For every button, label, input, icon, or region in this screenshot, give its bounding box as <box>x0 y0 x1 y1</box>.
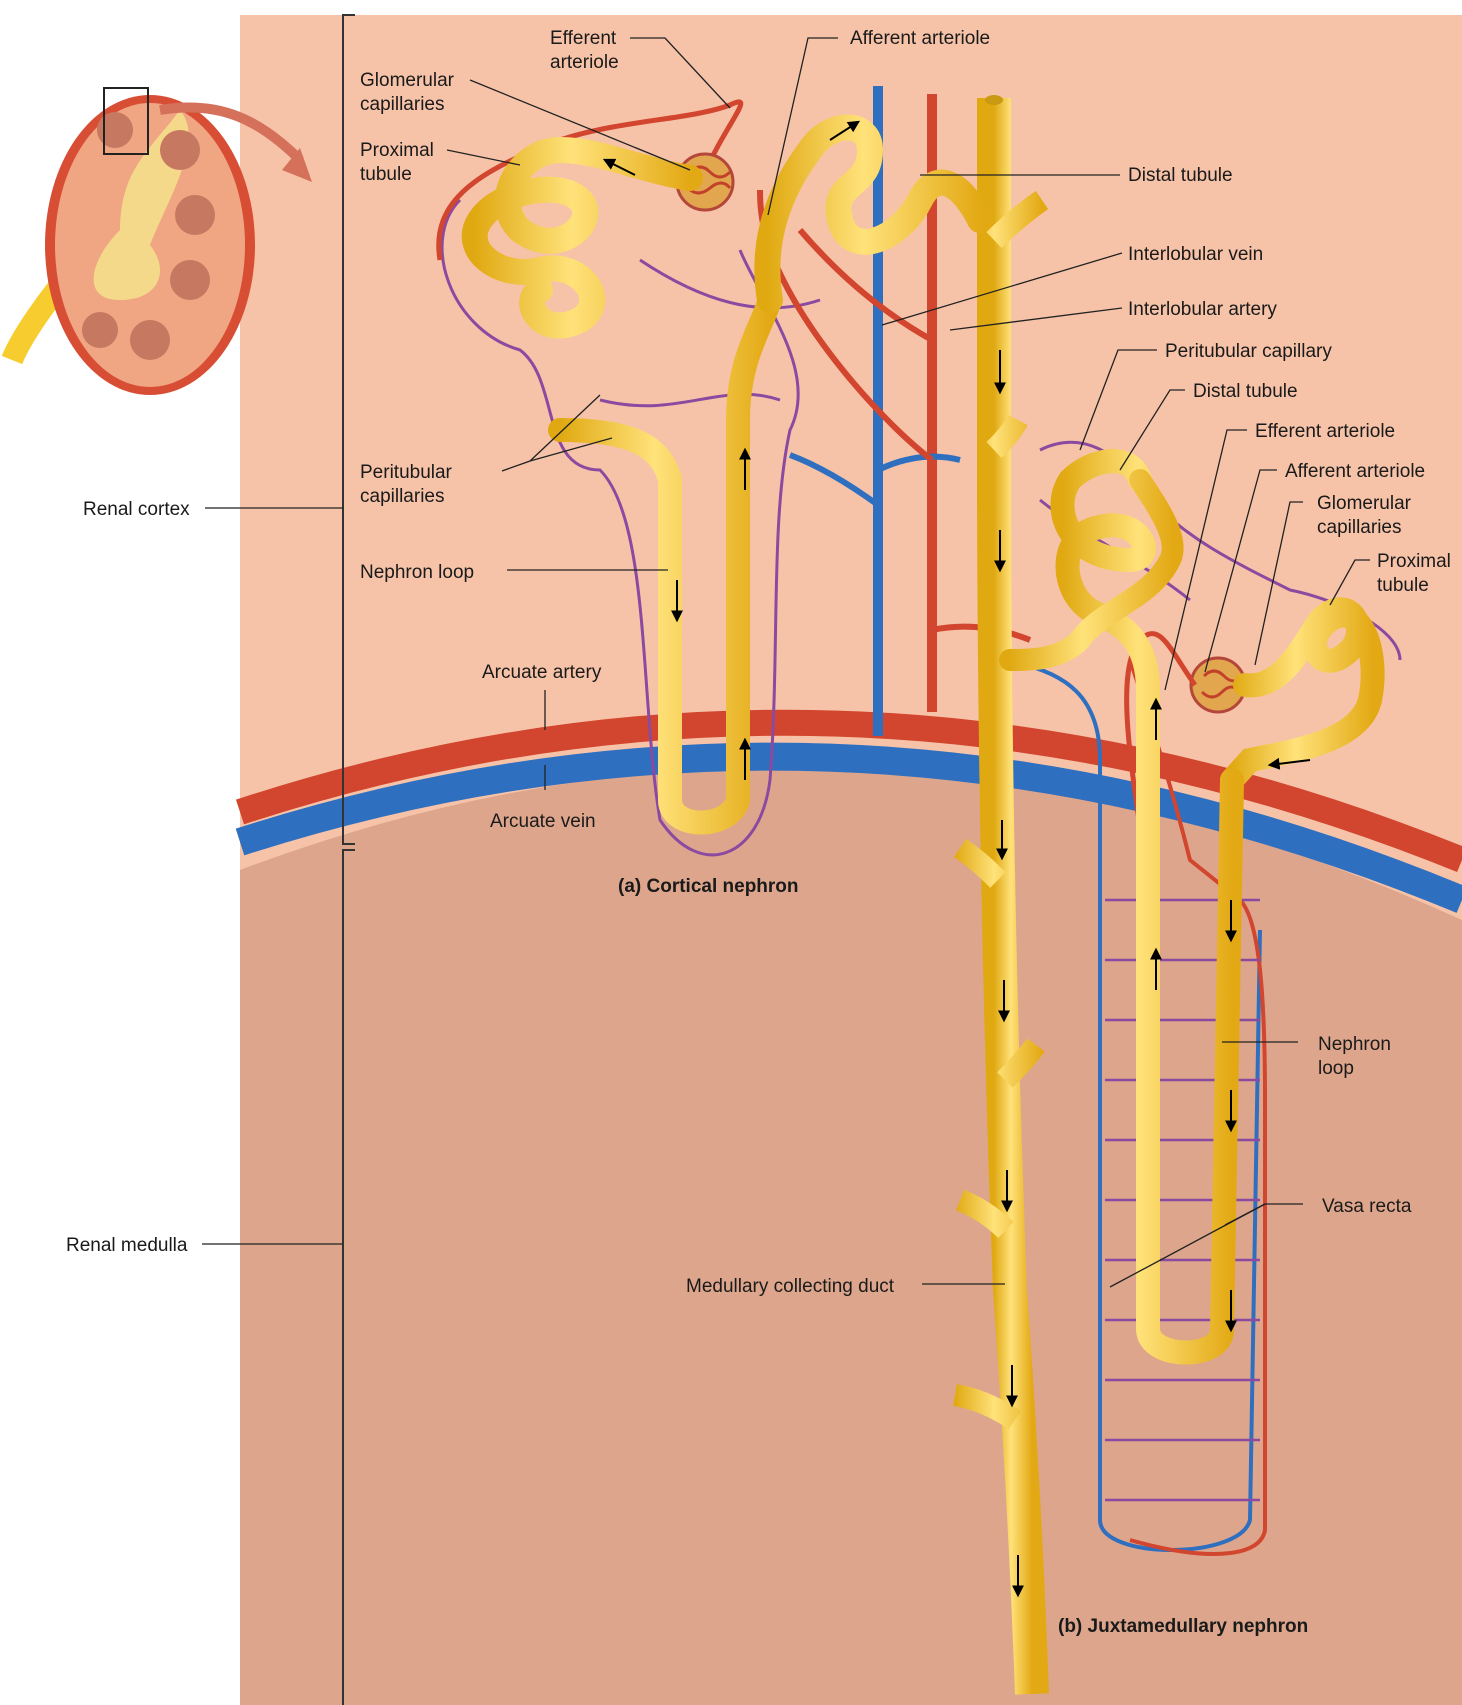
label-medullary-collecting-duct: Medullary collecting duct <box>686 1276 895 1297</box>
label-distal-tubule-a: Distal tubule <box>1128 165 1233 186</box>
label-nephron-loop-b-line1: Nephron <box>1318 1034 1391 1055</box>
caption-juxtamedullary-nephron: (b) Juxtamedullary nephron <box>1058 1616 1308 1637</box>
label-nephron-loop-a: Nephron loop <box>360 562 474 583</box>
label-nephron-loop-b-line2: loop <box>1318 1058 1354 1079</box>
label-renal-cortex: Renal cortex <box>83 499 190 520</box>
label-interlobular-artery: Interlobular artery <box>1128 299 1277 320</box>
tissue-background <box>240 15 1462 1705</box>
label-peritubular-capillary-b: Peritubular capillary <box>1165 341 1332 362</box>
label-afferent-arteriole-a: Afferent arteriole <box>850 28 990 49</box>
label-proximal-tubule-b-line2: tubule <box>1377 575 1429 596</box>
label-efferent-arteriole-a-line1: Efferent <box>550 28 617 49</box>
label-peritubular-capillaries-a-line2: capillaries <box>360 486 444 507</box>
renal-medulla-region <box>240 766 1462 1705</box>
label-glomerular-capillaries-b-line1: Glomerular <box>1317 493 1412 514</box>
label-glomerular-capillaries-b-line2: capillaries <box>1317 517 1401 538</box>
label-proximal-tubule-b-line1: Proximal <box>1377 551 1451 572</box>
label-proximal-tubule-a-line2: tubule <box>360 164 412 185</box>
label-efferent-arteriole-b: Efferent arteriole <box>1255 421 1395 442</box>
label-distal-tubule-b: Distal tubule <box>1193 381 1298 402</box>
label-renal-medulla: Renal medulla <box>66 1235 188 1256</box>
label-peritubular-capillaries-a-line1: Peritubular <box>360 462 453 483</box>
label-glomerular-capillaries-a-line1: Glomerular <box>360 70 455 91</box>
label-efferent-arteriole-a-line2: arteriole <box>550 52 619 73</box>
label-arcuate-vein: Arcuate vein <box>490 811 596 832</box>
label-proximal-tubule-a-line1: Proximal <box>360 140 434 161</box>
label-arcuate-artery: Arcuate artery <box>482 662 602 683</box>
label-interlobular-vein: Interlobular vein <box>1128 244 1263 265</box>
label-afferent-arteriole-b: Afferent arteriole <box>1285 461 1425 482</box>
label-glomerular-capillaries-a-line2: capillaries <box>360 94 444 115</box>
label-vasa-recta: Vasa recta <box>1322 1196 1412 1217</box>
caption-cortical-nephron: (a) Cortical nephron <box>618 876 799 897</box>
